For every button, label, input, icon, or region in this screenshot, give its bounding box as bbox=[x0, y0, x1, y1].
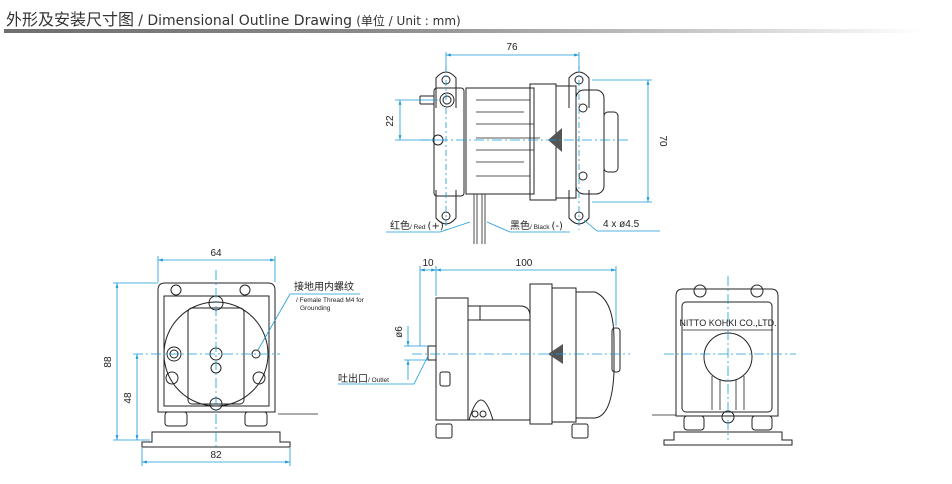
dim-front-base: 82 bbox=[210, 450, 222, 461]
dim-front-center: 48 bbox=[123, 392, 134, 404]
wire-red-cn: 红色 bbox=[390, 219, 410, 232]
wire-black-sign: (-) bbox=[552, 221, 564, 232]
ground-label-en-2: Grounding bbox=[300, 305, 331, 312]
page-title: 外形及安装尺寸图 / Dimensional Outline Drawing (… bbox=[6, 6, 461, 30]
outlet-label: 吐出口/ Outlet bbox=[338, 372, 389, 385]
wire-red-sign: (+) bbox=[428, 221, 444, 232]
title-divider bbox=[4, 29, 924, 33]
front-view-dimensions bbox=[113, 256, 360, 466]
dim-outlet-dia: ø6 bbox=[394, 326, 405, 338]
rear-view-centerlines bbox=[664, 276, 796, 440]
brand-text: NITTO KOHKI CO.,LTD. bbox=[679, 318, 776, 328]
title-unit: (单位 / Unit : mm) bbox=[356, 14, 461, 28]
wire-black-label: 黑色/ Black(-) bbox=[510, 219, 563, 232]
leader-black bbox=[486, 221, 570, 233]
top-view bbox=[419, 71, 619, 244]
dim-side-length: 100 bbox=[516, 258, 533, 269]
wire-red-en: / Red bbox=[410, 224, 426, 231]
dim-top-height: 70 bbox=[657, 135, 668, 147]
leader-red bbox=[386, 221, 471, 233]
front-view bbox=[141, 282, 318, 448]
outlet-label-cn: 吐出口 bbox=[338, 372, 368, 385]
side-view-dimensions bbox=[338, 266, 630, 385]
title-en: / Dimensional Outline Drawing bbox=[138, 13, 353, 29]
outlet-label-en: / Outlet bbox=[368, 377, 389, 384]
ground-label-en-1: / Female Thread M4 for bbox=[296, 297, 365, 304]
dim-front-height: 88 bbox=[103, 356, 114, 368]
leader-outlet bbox=[338, 355, 429, 385]
wire-black-cn: 黑色 bbox=[510, 219, 530, 232]
ground-label-cn: 接地用内螺纹 bbox=[294, 280, 354, 293]
wire-black-en: / Black bbox=[530, 224, 550, 231]
dim-front-width: 64 bbox=[210, 248, 222, 259]
side-view bbox=[427, 283, 621, 439]
dim-top-width: 76 bbox=[506, 42, 518, 53]
top-view-dimensions bbox=[386, 52, 660, 233]
rear-view bbox=[652, 284, 793, 446]
leader-ground bbox=[257, 293, 360, 351]
hole-spec: 4 x ø4.5 bbox=[603, 219, 640, 230]
dim-top-offset: 22 bbox=[385, 115, 396, 127]
leader-holes bbox=[583, 219, 660, 232]
title-cn: 外形及安装尺寸图 bbox=[6, 10, 135, 29]
wire-red-label: 红色/ Red(+) bbox=[390, 219, 444, 232]
dim-side-nozzle: 10 bbox=[422, 258, 434, 269]
